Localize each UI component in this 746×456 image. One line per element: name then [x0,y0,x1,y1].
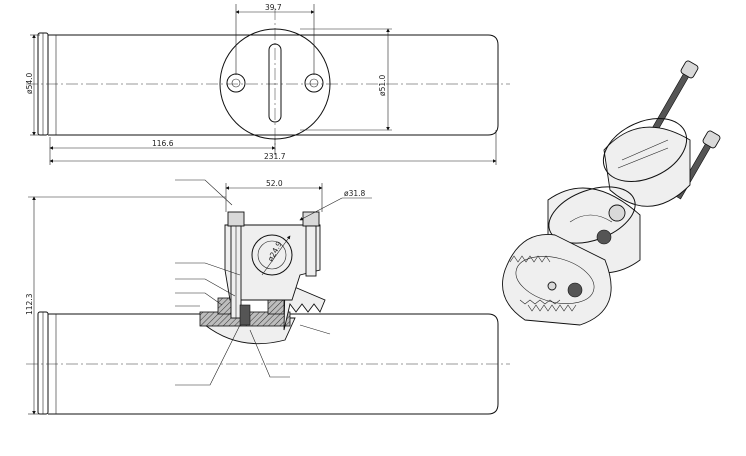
exploded-view [502,60,721,326]
dim-overall-length: 231.7 [264,152,286,161]
dim-disc-diameter: ø51.0 [378,74,387,96]
iso-serrated-wheel [502,233,612,326]
iso-top-cap [602,118,691,207]
left-bolt [227,211,245,227]
serrated-wedge [283,282,326,331]
iso-bolt-long [647,60,699,138]
dim-total-height: 112.3 [25,293,34,315]
dim-tube-diameter: ø54.0 [25,72,34,94]
top-view: 39.7 ø54.0 ø51.0 116.6 231.7 [25,3,510,165]
top-slot [268,43,282,123]
left-bolt-hole [226,73,246,93]
dim-clamp-width: 52.0 [266,179,283,188]
dim-disc-position: 116.6 [152,139,174,148]
side-view: 52.0 ø31.8 ø24.9 112.3 [25,179,510,415]
top-tube [48,34,499,136]
ball-joint [251,234,293,276]
side-tube [48,313,499,415]
clamp-body [224,224,321,301]
dim-outer-diameter: ø31.8 [344,189,366,198]
dim-top-width: 39.7 [265,3,282,12]
right-bolt-hole [304,73,324,93]
leader-lines [175,179,331,386]
